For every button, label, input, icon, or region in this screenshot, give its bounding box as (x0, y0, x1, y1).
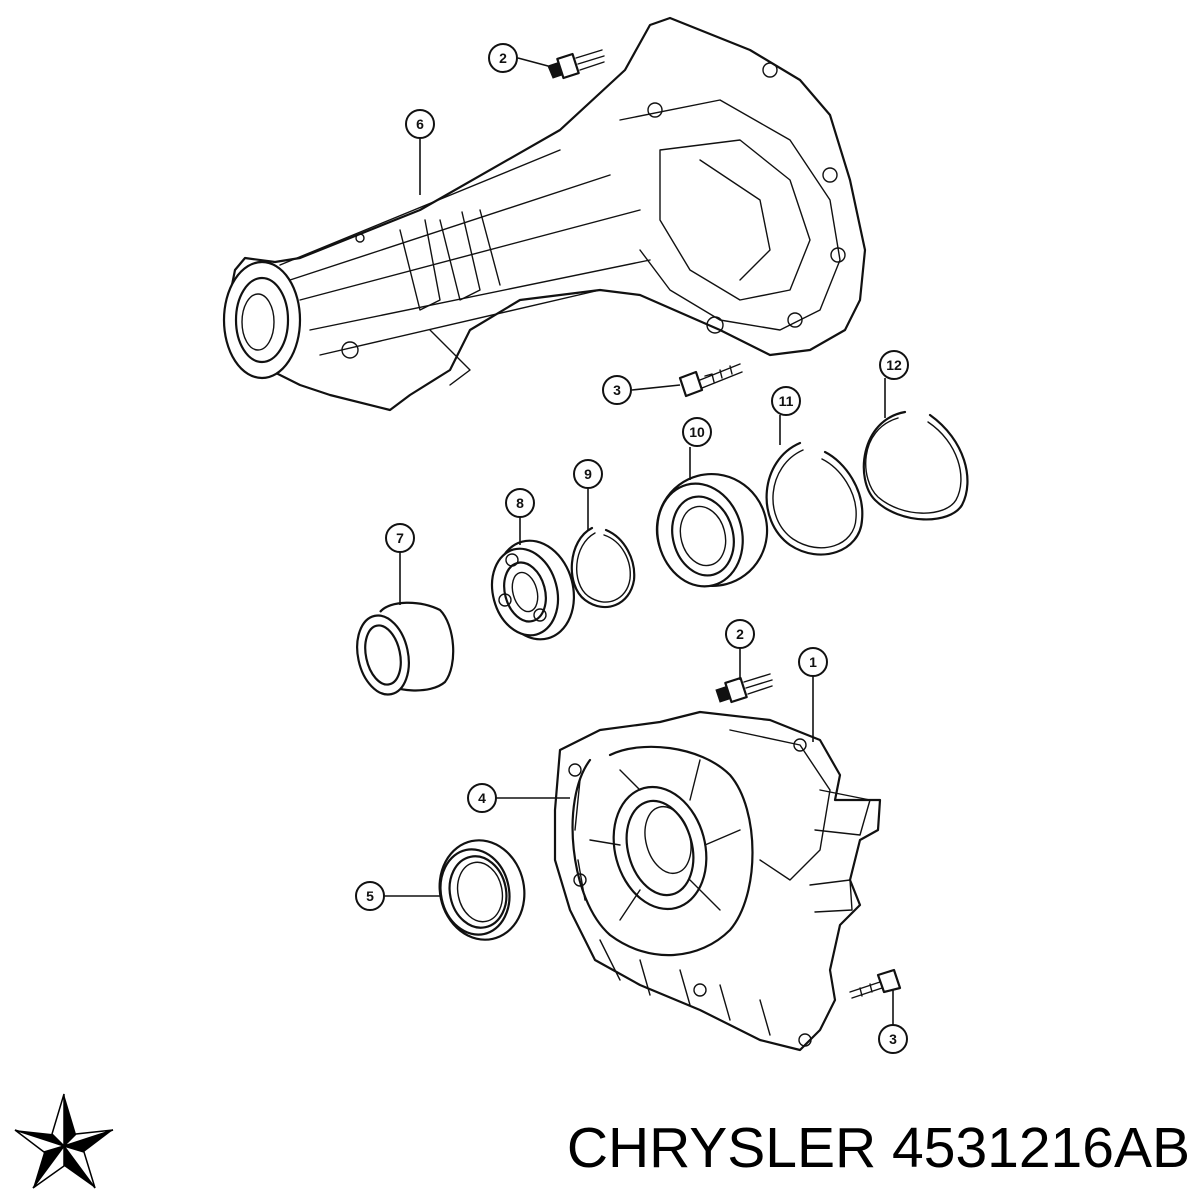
callout-1: 1 (798, 647, 828, 677)
oil-seal-part-5 (438, 839, 526, 941)
adapter-housing-part-1 (553, 710, 882, 1052)
svg-text:5: 5 (366, 888, 374, 904)
svg-text:7: 7 (396, 530, 404, 546)
callout-11: 11 (771, 386, 801, 416)
bearing-part-10 (655, 472, 769, 588)
callout-3-lower: 3 (878, 1024, 908, 1054)
leader-lines (384, 57, 894, 1025)
sleeve-part-7 (356, 601, 455, 696)
svg-text:6: 6 (416, 116, 424, 132)
snap-ring-part-11 (765, 441, 864, 556)
part-number: 4531216AB (892, 1116, 1190, 1180)
chrysler-pentastar-icon (14, 1093, 114, 1189)
svg-text:12: 12 (886, 357, 902, 373)
extension-housing-part (222, 16, 867, 412)
brand-name: CHRYSLER (566, 1116, 877, 1180)
svg-text:9: 9 (584, 466, 592, 482)
callout-5: 5 (355, 881, 385, 911)
callout-2-top: 2 (488, 43, 518, 73)
callout-4: 4 (467, 783, 497, 813)
callout-6: 6 (405, 109, 435, 139)
callout-2-lower: 2 (725, 619, 755, 649)
svg-text:3: 3 (613, 382, 621, 398)
callout-3-middle: 3 (602, 375, 632, 405)
part-caption: CHRYSLER 4531216AB (420, 1108, 1190, 1188)
bolt-lower (849, 968, 902, 999)
ball-bearing-part-8 (490, 539, 576, 641)
svg-text:3: 3 (889, 1031, 897, 1047)
svg-text:8: 8 (516, 495, 524, 511)
snap-ring-part-12 (862, 410, 969, 521)
svg-text:11: 11 (779, 393, 794, 409)
bolt-middle (678, 363, 743, 398)
svg-text:2: 2 (736, 626, 744, 642)
svg-text:4: 4 (478, 790, 486, 806)
stud-bolt-lower (715, 673, 773, 704)
callout-7: 7 (385, 523, 415, 553)
svg-text:10: 10 (689, 424, 705, 440)
svg-text:2: 2 (499, 50, 507, 66)
callout-12: 12 (879, 350, 909, 380)
svg-text:1: 1 (809, 654, 817, 670)
snap-ring-part-9 (570, 526, 636, 609)
callout-8: 8 (505, 488, 535, 518)
callout-9: 9 (573, 459, 603, 489)
callout-10: 10 (682, 417, 712, 447)
stud-bolt-top (547, 49, 605, 80)
